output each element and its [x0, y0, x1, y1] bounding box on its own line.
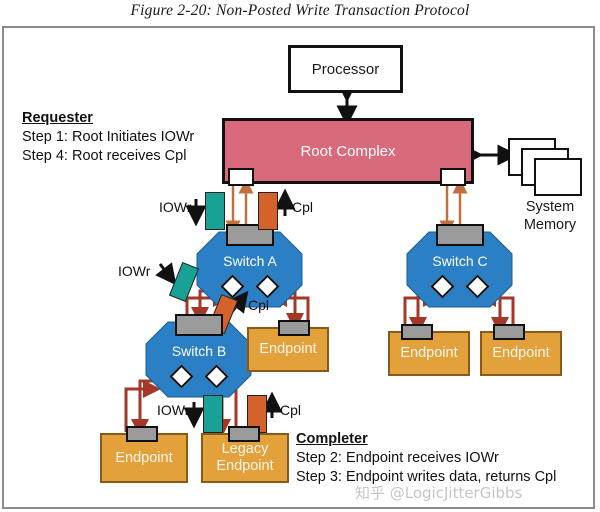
root-complex-label: Root Complex: [300, 142, 396, 160]
completer-step2: Step 2: Endpoint receives IOWr: [296, 450, 499, 466]
iowr-label-diagonal: IOWr: [118, 263, 151, 279]
packet-cpl-switch-a: [258, 192, 278, 230]
endpoint-label: Endpoint: [492, 345, 550, 361]
packet-iowr-switch-a: [205, 192, 225, 230]
system-memory-label-line1: System: [525, 199, 575, 215]
packet-iowr-bottom: [203, 395, 223, 433]
root-complex-box: Root Complex: [222, 118, 474, 184]
endpoint-switchc-left-port: [401, 324, 433, 340]
processor-label: Processor: [311, 60, 380, 78]
watermark: 知乎 @LogicJitterGibbs: [355, 484, 523, 502]
endpoint-label: Endpoint: [259, 341, 317, 357]
cpl-label-switch-a: Cpl: [292, 199, 314, 215]
completer-step3: Step 3: Endpoint writes data, returns Cp…: [296, 469, 557, 485]
completer-title: Completer: [296, 431, 368, 447]
requester-title: Requester: [22, 110, 93, 126]
root-complex-port-left: [228, 168, 254, 186]
system-memory-card-front: [534, 158, 582, 196]
root-complex-port-right: [440, 168, 466, 186]
iowr-label-bottom: IOWr: [157, 402, 190, 418]
switchb-to-endpoint-left-links: [124, 379, 161, 437]
switch-c-upstream-port: [436, 224, 484, 246]
legacy-endpoint-label-line2: Endpoint: [216, 458, 274, 474]
rc-left-to-switcha-links: [225, 178, 254, 236]
cpl-label-bottom: Cpl: [280, 402, 302, 418]
legacy-endpoint: Legacy Endpoint: [201, 433, 289, 483]
switch-b-upstream-port: [175, 314, 223, 336]
figure-title: Figure 2-20: Non-Posted Write Transactio…: [130, 2, 470, 19]
cpl-label-diagonal: Cpl: [248, 297, 270, 313]
endpoint-switchb-left-port: [126, 426, 158, 442]
iowr-label-switch-a: IOWr: [159, 199, 192, 215]
endpoint-switcha-right-port: [278, 320, 310, 336]
packet-direction-arrows: [155, 188, 296, 429]
processor-box: Processor: [288, 45, 403, 93]
legacy-endpoint-port: [228, 426, 260, 442]
legacy-endpoint-label-line1: Legacy: [221, 441, 269, 457]
endpoint-label: Endpoint: [115, 449, 173, 466]
requester-step1: Step 1: Root Initiates IOWr: [22, 129, 195, 145]
system-memory-label-line2: Memory: [523, 217, 577, 233]
rc-right-to-switchc-links: [439, 178, 468, 236]
endpoint-label: Endpoint: [400, 345, 458, 361]
endpoint-switchc-right-port: [493, 324, 525, 340]
requester-step4: Step 4: Root receives Cpl: [22, 148, 187, 164]
